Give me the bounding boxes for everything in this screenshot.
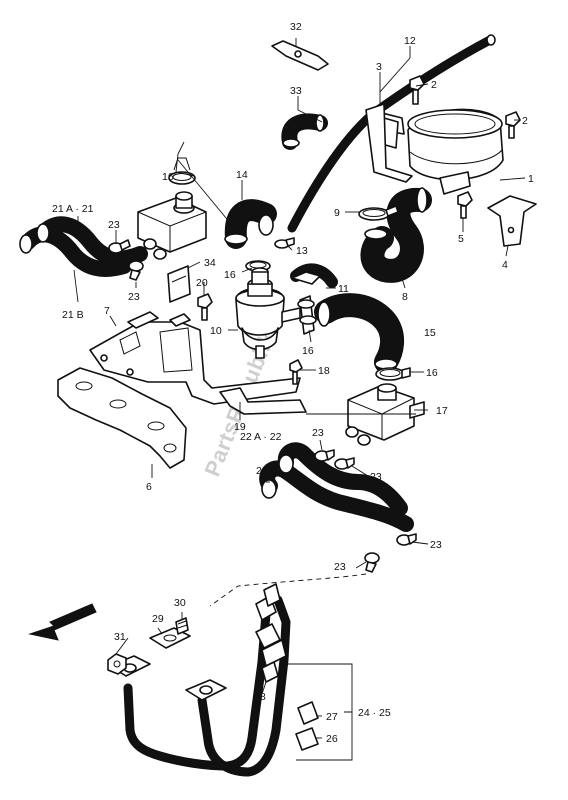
callout-5: 5	[458, 233, 464, 245]
callout-23e: 23	[430, 539, 442, 551]
callout-13: 13	[296, 245, 308, 257]
part-14-hose	[224, 199, 277, 249]
part-26-clamp	[295, 727, 319, 751]
part-23-clamp-c	[314, 449, 335, 462]
callout-10: 10	[210, 325, 222, 337]
part-11-hose	[290, 263, 338, 288]
part-30-stud	[175, 617, 189, 635]
callout-24-25: 24 · 25	[358, 707, 391, 719]
part-23-clamp-f	[364, 552, 380, 573]
callout-2a: 2	[431, 79, 437, 91]
callout-20: 20	[196, 277, 208, 289]
callout-15: 15	[424, 327, 436, 339]
part-8-hose	[360, 187, 432, 283]
callout-19: 19	[234, 421, 246, 433]
callout-34: 34	[204, 257, 216, 269]
part-16-clamp-lower	[375, 367, 411, 381]
callout-26: 26	[326, 733, 338, 745]
callout-23b: 23	[128, 291, 140, 303]
callout-29: 29	[152, 613, 164, 625]
part-34-pad	[167, 265, 191, 303]
callout-6: 6	[146, 481, 152, 493]
part-23-clamp-d	[334, 457, 355, 470]
callout-23d: 23	[370, 471, 382, 483]
callout-2b: 2	[522, 115, 528, 127]
part-28-clip	[261, 661, 279, 683]
callout-16a: 16	[162, 171, 174, 183]
part-33-hose	[281, 113, 328, 150]
callout-27: 27	[326, 711, 338, 723]
part-23-clamp-b	[128, 260, 144, 281]
part-21-hoses	[19, 216, 148, 277]
callout-9: 9	[334, 207, 340, 219]
part-13-clamp	[274, 237, 295, 249]
callout-32: 32	[290, 21, 302, 33]
dashed-guide-line	[209, 573, 367, 607]
callout-30: 30	[174, 597, 186, 609]
part-16-clamp-side	[297, 295, 317, 335]
pipe-clamp-upper	[255, 583, 281, 621]
callout-23a: 23	[108, 219, 120, 231]
callout-23c: 23	[312, 427, 324, 439]
part-4-bracket	[487, 195, 537, 247]
callout-23f: 23	[334, 561, 346, 573]
callout-33: 33	[290, 85, 302, 97]
callout-12: 12	[404, 35, 416, 47]
callout-28: 28	[254, 691, 266, 703]
leader-lines	[73, 38, 526, 761]
reed-valve-left	[137, 191, 207, 260]
callout-16c: 16	[302, 345, 314, 357]
callout-3: 3	[376, 61, 382, 73]
part-7-bracket	[89, 311, 301, 405]
part-32-clamp	[271, 40, 329, 71]
pipe-flange-right	[185, 679, 227, 701]
front-direction-arrow	[28, 603, 97, 641]
part-1-air-cleaner	[377, 108, 504, 195]
callout-22b: 22 B	[256, 465, 278, 477]
part-10-control-valve	[235, 267, 301, 359]
part-23-clamp-e	[396, 533, 417, 546]
part-24-25-pipes	[123, 595, 291, 777]
part-31-nut	[107, 653, 127, 675]
part-2-bolt-b	[505, 111, 521, 139]
part-27-clamp	[297, 701, 319, 725]
part-20-bolt	[197, 293, 213, 321]
part-6-plate	[57, 367, 187, 469]
callout-31: 31	[114, 631, 126, 643]
part-5-bolt	[457, 191, 473, 219]
callout-21a-21: 21 A · 21	[52, 203, 94, 215]
part-17-reed-valve	[345, 383, 425, 446]
callout-labels: 32 12 3 2 2 33 1 16 14 9 5 4 21 A · 21 2…	[52, 21, 534, 745]
callout-1: 1	[528, 173, 534, 185]
part-22-hoses	[259, 442, 414, 532]
callout-7: 7	[104, 305, 110, 317]
callout-8: 8	[402, 291, 408, 303]
callout-11: 11	[338, 283, 349, 295]
part-19-bracket	[219, 387, 307, 415]
callout-21b: 21 B	[62, 309, 84, 321]
part-18-bolt	[289, 359, 303, 385]
part-2-bolt-a	[409, 75, 425, 105]
callout-18: 18	[318, 365, 330, 377]
part-15-hose	[314, 293, 404, 374]
callout-22a-22: 22 A · 22	[240, 431, 282, 443]
part-9-clamp	[358, 205, 399, 221]
pipe-clamp-mid	[255, 623, 287, 667]
part-3-bracket	[365, 103, 413, 183]
callout-16b: 16	[224, 269, 236, 281]
callout-14: 14	[236, 169, 248, 181]
callout-4: 4	[502, 259, 508, 271]
callout-17: 17	[436, 405, 448, 417]
callout-16d: 16	[426, 367, 438, 379]
